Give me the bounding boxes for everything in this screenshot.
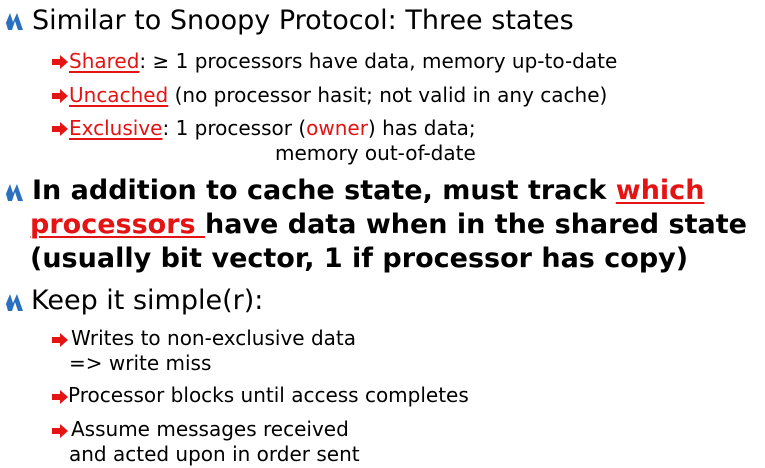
sub-bullet-assume-line-1: Assume messages received <box>71 417 349 441</box>
arrow-bullet-icon <box>52 390 68 404</box>
exclusive-description-end: ) has data; <box>367 116 476 140</box>
bullet-3-text: Keep it simple(r): <box>31 285 264 316</box>
sub-bullet-processor-blocks: Processor blocks until access completes <box>68 383 469 407</box>
exclusive-term: Exclusive <box>69 116 163 140</box>
chevron-bullet-icon <box>3 13 23 30</box>
arrow-bullet-icon <box>52 424 68 438</box>
chevron-bullet-icon <box>3 184 23 201</box>
exclusive-line-2: memory out-of-date <box>275 141 476 165</box>
owner-term: owner <box>306 116 368 140</box>
arrow-bullet-icon <box>52 55 68 69</box>
chevron-bullet-icon <box>3 294 23 311</box>
shared-description: : ≥ 1 processors have data, memory up-to… <box>139 49 618 73</box>
sub-bullet-writes-line-1: Writes to non-exclusive data <box>71 326 357 350</box>
sub-bullet-assume-line-2: and acted upon in order sent <box>69 442 360 466</box>
bullet-2-text-middle: have data when in the shared state <box>205 209 747 240</box>
arrow-bullet-icon <box>52 89 68 103</box>
bullet-1-text: Similar to Snoopy Protocol: Three states <box>32 5 574 36</box>
which-highlight: which <box>615 175 705 206</box>
arrow-bullet-icon <box>52 333 68 347</box>
uncached-description: (no processor hasit; not valid in any ca… <box>168 83 608 107</box>
bullet-2-line-3: (usually bit vector, 1 if processor has … <box>30 243 689 274</box>
processors-highlight: processors <box>30 209 205 240</box>
exclusive-description: : 1 processor ( <box>162 116 307 140</box>
sub-bullet-uncached: Uncached (no processor hasit; not valid … <box>69 83 607 107</box>
sub-bullet-shared: Shared: ≥ 1 processors have data, memory… <box>69 49 617 73</box>
sub-bullet-writes-line-2: => write miss <box>69 351 212 375</box>
arrow-bullet-icon <box>52 122 68 136</box>
bullet-2-line-1: In addition to cache state, must track w… <box>32 175 704 206</box>
uncached-term: Uncached <box>69 83 169 107</box>
shared-term: Shared <box>69 49 140 73</box>
sub-bullet-exclusive: Exclusive: 1 processor (owner) has data; <box>69 116 476 140</box>
bullet-2-text-start: In addition to cache state, must track <box>32 175 616 206</box>
bullet-2-line-2: processors have data when in the shared … <box>30 209 747 240</box>
